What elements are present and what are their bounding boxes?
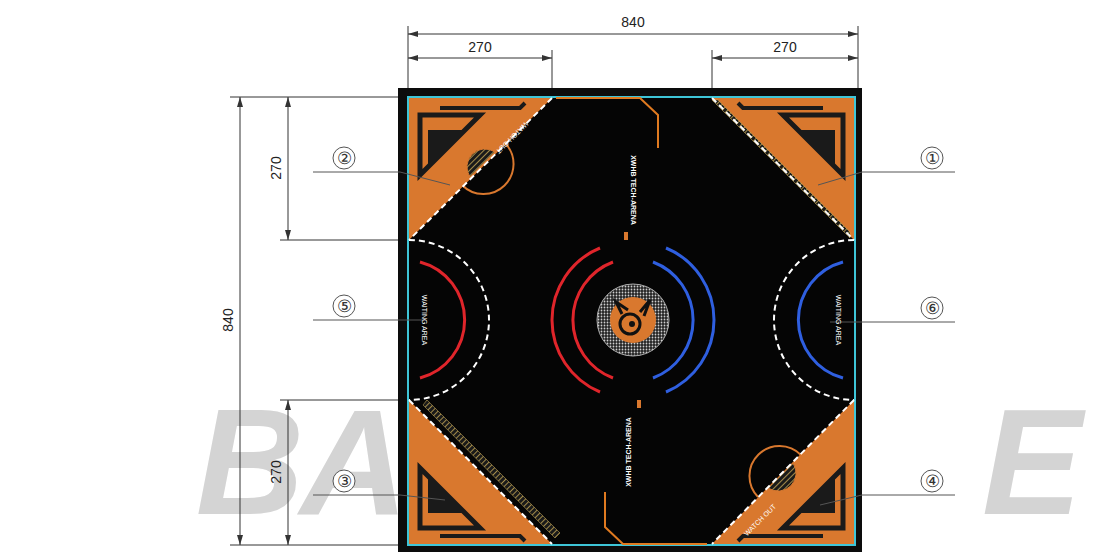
watermark: E <box>982 387 1078 537</box>
center-arcs <box>552 248 714 392</box>
arena-base <box>398 88 862 552</box>
center-logo <box>597 284 669 356</box>
mat-text: WAITING AREA <box>835 295 842 345</box>
mat-text: WAITING AREA <box>421 295 428 345</box>
dimension-label: 840 <box>221 308 235 331</box>
callout-number: ⑤ <box>337 298 352 315</box>
dimension-label: 270 <box>269 156 283 179</box>
watermark: BA <box>196 387 405 537</box>
callout-number: ② <box>337 150 352 167</box>
hatched-strips <box>423 100 850 538</box>
dimension-label: 270 <box>269 460 283 483</box>
callout-number: ③ <box>337 473 352 490</box>
callout-leaders <box>313 147 955 505</box>
corner-zones <box>409 98 854 544</box>
waiting-arcs <box>420 262 843 378</box>
dimension-label: 270 <box>773 40 796 54</box>
dashed-lines <box>409 98 854 544</box>
orange-tracks <box>556 98 707 544</box>
arena-border <box>408 97 855 545</box>
dimension-label: 840 <box>621 15 644 29</box>
mat-text: XWHB TECH-ARENA <box>625 417 632 487</box>
callout-number: ④ <box>925 473 940 490</box>
dimension-label: 270 <box>468 40 491 54</box>
dimension-arrows <box>237 31 858 545</box>
dimension-lines <box>230 26 858 545</box>
small-marks <box>624 232 641 408</box>
callout-number: ⑥ <box>925 300 940 317</box>
callout-number: ① <box>925 150 940 167</box>
mat-text: XWHB TECH-ARENA <box>630 155 637 225</box>
